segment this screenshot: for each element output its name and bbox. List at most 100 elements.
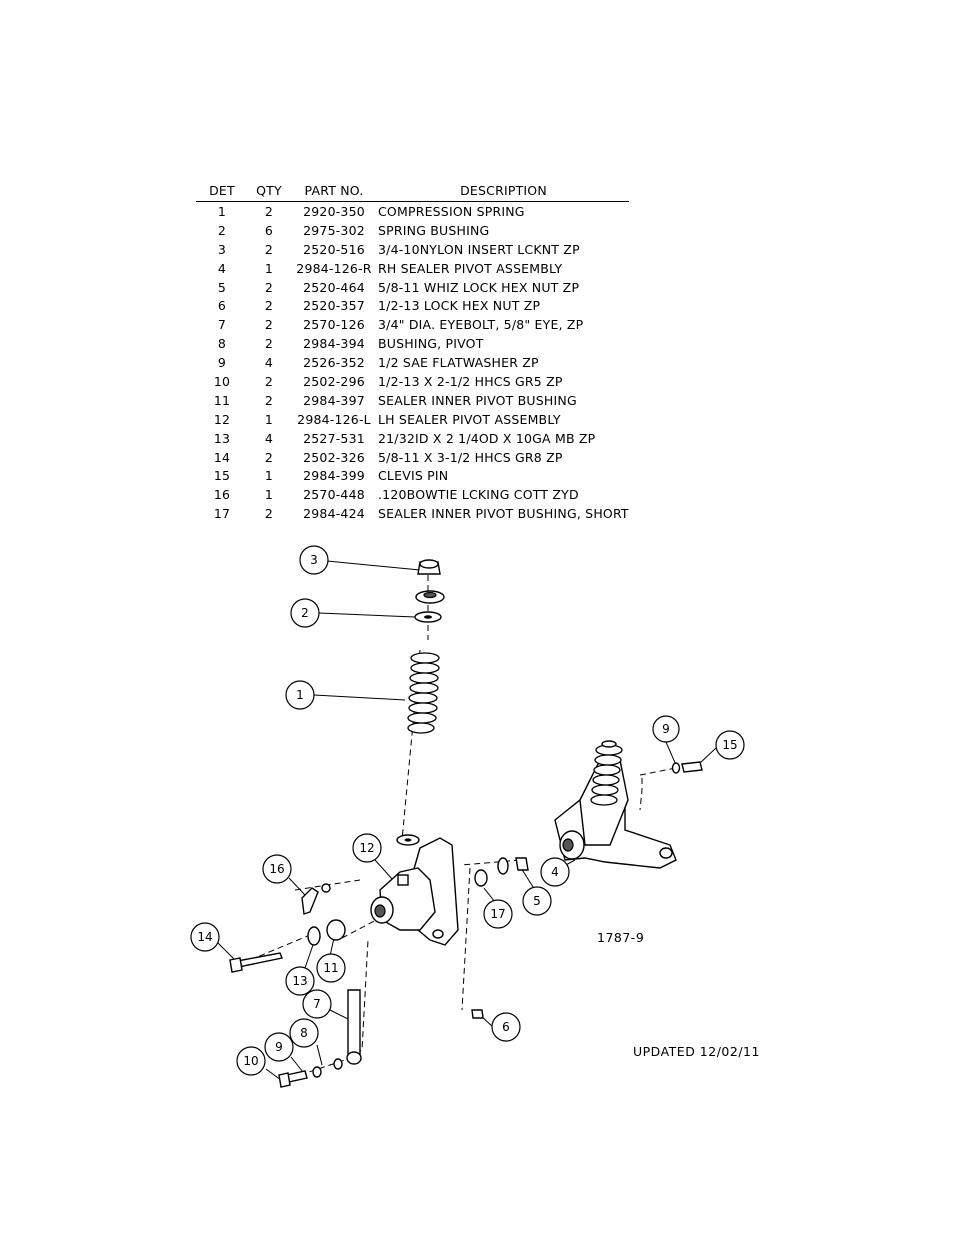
assembly-centerlines xyxy=(249,575,677,1076)
cell-qty: 4 xyxy=(264,355,274,371)
callout-3: 3 xyxy=(299,545,329,575)
cell-qty: 2 xyxy=(264,449,274,465)
cell-part-no: 2527-531 xyxy=(303,430,365,446)
cell-part-no: 2520-357 xyxy=(303,298,365,314)
cell-description: CLEVIS PIN xyxy=(378,468,449,484)
svg-text:12: 12 xyxy=(359,841,374,855)
cell-det: 12 xyxy=(213,411,231,427)
cell-description: RH SEALER PIVOT ASSEMBLY xyxy=(378,260,563,276)
cell-description: 1/2-13 LOCK HEX NUT ZP xyxy=(378,298,541,314)
svg-text:9: 9 xyxy=(662,722,670,736)
cell-qty: 2 xyxy=(264,373,274,389)
svg-text:14: 14 xyxy=(197,930,212,944)
cell-det: 17 xyxy=(213,506,231,522)
callout-13: 13 xyxy=(285,966,315,996)
svg-text:11: 11 xyxy=(323,961,338,975)
svg-text:2: 2 xyxy=(301,606,309,620)
cell-det: 14 xyxy=(213,449,231,465)
cell-qty: 6 xyxy=(264,222,274,238)
svg-text:1: 1 xyxy=(296,688,304,702)
lh-sealer-pivot-assembly-12 xyxy=(370,837,459,946)
cell-description: SPRING BUSHING xyxy=(378,222,490,238)
cell-det: 6 xyxy=(217,298,227,314)
left-small-parts xyxy=(229,883,362,1088)
cell-description: 5/8-11 X 3-1/2 HHCS GR8 ZP xyxy=(378,449,563,465)
cotter-pin-16 xyxy=(301,887,319,915)
cell-qty: 1 xyxy=(264,487,274,503)
cell-description: SEALER INNER PIVOT BUSHING, SHORT xyxy=(378,506,629,522)
leader-lines xyxy=(217,560,717,1081)
cell-qty: 2 xyxy=(264,203,274,219)
cell-qty: 1 xyxy=(264,468,274,484)
cell-description: BUSHING, PIVOT xyxy=(378,336,484,352)
cell-part-no: 2984-397 xyxy=(303,392,365,408)
cell-part-no: 2520-516 xyxy=(303,241,365,257)
table-row: 6 2 2520-357 1/2-13 LOCK HEX NUT ZP xyxy=(196,296,629,315)
callout-4: 4 xyxy=(540,857,570,887)
cell-qty: 2 xyxy=(264,506,274,522)
bolt-10-head xyxy=(278,1072,291,1088)
bolt-14-head xyxy=(229,957,243,973)
svg-text:10: 10 xyxy=(243,1054,258,1068)
updated-note: UPDATED 12/02/11 xyxy=(633,1044,760,1059)
cell-det: 1 xyxy=(217,203,227,219)
cell-description: SEALER INNER PIVOT BUSHING xyxy=(378,392,577,408)
rh-spring xyxy=(590,740,623,806)
bushing-17 xyxy=(474,869,488,887)
cell-qty: 2 xyxy=(264,298,274,314)
cell-description: LH SEALER PIVOT ASSEMBLY xyxy=(378,411,561,427)
cell-part-no: 2526-352 xyxy=(303,355,365,371)
svg-text:6: 6 xyxy=(502,1020,510,1034)
callout-11: 11 xyxy=(316,953,346,983)
table-row: 17 2 2984-424 SEALER INNER PIVOT BUSHING, S… xyxy=(196,504,629,523)
svg-text:4: 4 xyxy=(551,865,559,879)
cell-det: 8 xyxy=(217,336,227,352)
callout-9-upper: 9 xyxy=(652,715,680,743)
svg-text:13: 13 xyxy=(292,974,307,988)
callout-10: 10 xyxy=(236,1046,266,1076)
callout-8: 8 xyxy=(289,1018,319,1048)
right-small-parts xyxy=(471,761,703,1019)
spring-stack-left xyxy=(396,559,445,846)
clevis-pin-15 xyxy=(681,761,703,773)
bushing-11 xyxy=(326,919,346,941)
header-qty: QTY xyxy=(248,182,290,202)
cell-qty: 2 xyxy=(264,279,274,295)
compression-spring-1 xyxy=(407,652,440,734)
cell-part-no: 2984-394 xyxy=(303,336,365,352)
bushing-8 xyxy=(333,1058,343,1070)
cell-qty: 1 xyxy=(264,260,274,276)
cell-part-no: 2984-424 xyxy=(303,506,365,522)
callout-2: 2 xyxy=(290,598,320,628)
cell-part-no: 2570-448 xyxy=(303,487,365,503)
svg-text:7: 7 xyxy=(313,997,321,1011)
svg-text:9: 9 xyxy=(275,1040,283,1054)
washer-9-upper xyxy=(671,762,681,774)
cell-part-no: 2920-350 xyxy=(303,203,365,219)
svg-text:8: 8 xyxy=(300,1026,308,1040)
cell-det: 2 xyxy=(217,222,227,238)
cell-det: 7 xyxy=(217,317,227,333)
cell-det: 9 xyxy=(217,355,227,371)
callout-15: 15 xyxy=(715,730,745,760)
header-description: DESCRIPTION xyxy=(378,182,629,202)
drawing-id: 1787-9 xyxy=(597,930,645,945)
svg-text:16: 16 xyxy=(269,862,284,876)
cell-description: 1/2-13 X 2-1/2 HHCS GR5 ZP xyxy=(378,373,563,389)
cell-qty: 2 xyxy=(264,392,274,408)
cell-det: 4 xyxy=(217,260,227,276)
cell-part-no: 2520-464 xyxy=(303,279,365,295)
callouts: 3 2 1 9 15 12 16 4 5 17 14 11 13 6 7 8 9… xyxy=(190,545,745,1076)
